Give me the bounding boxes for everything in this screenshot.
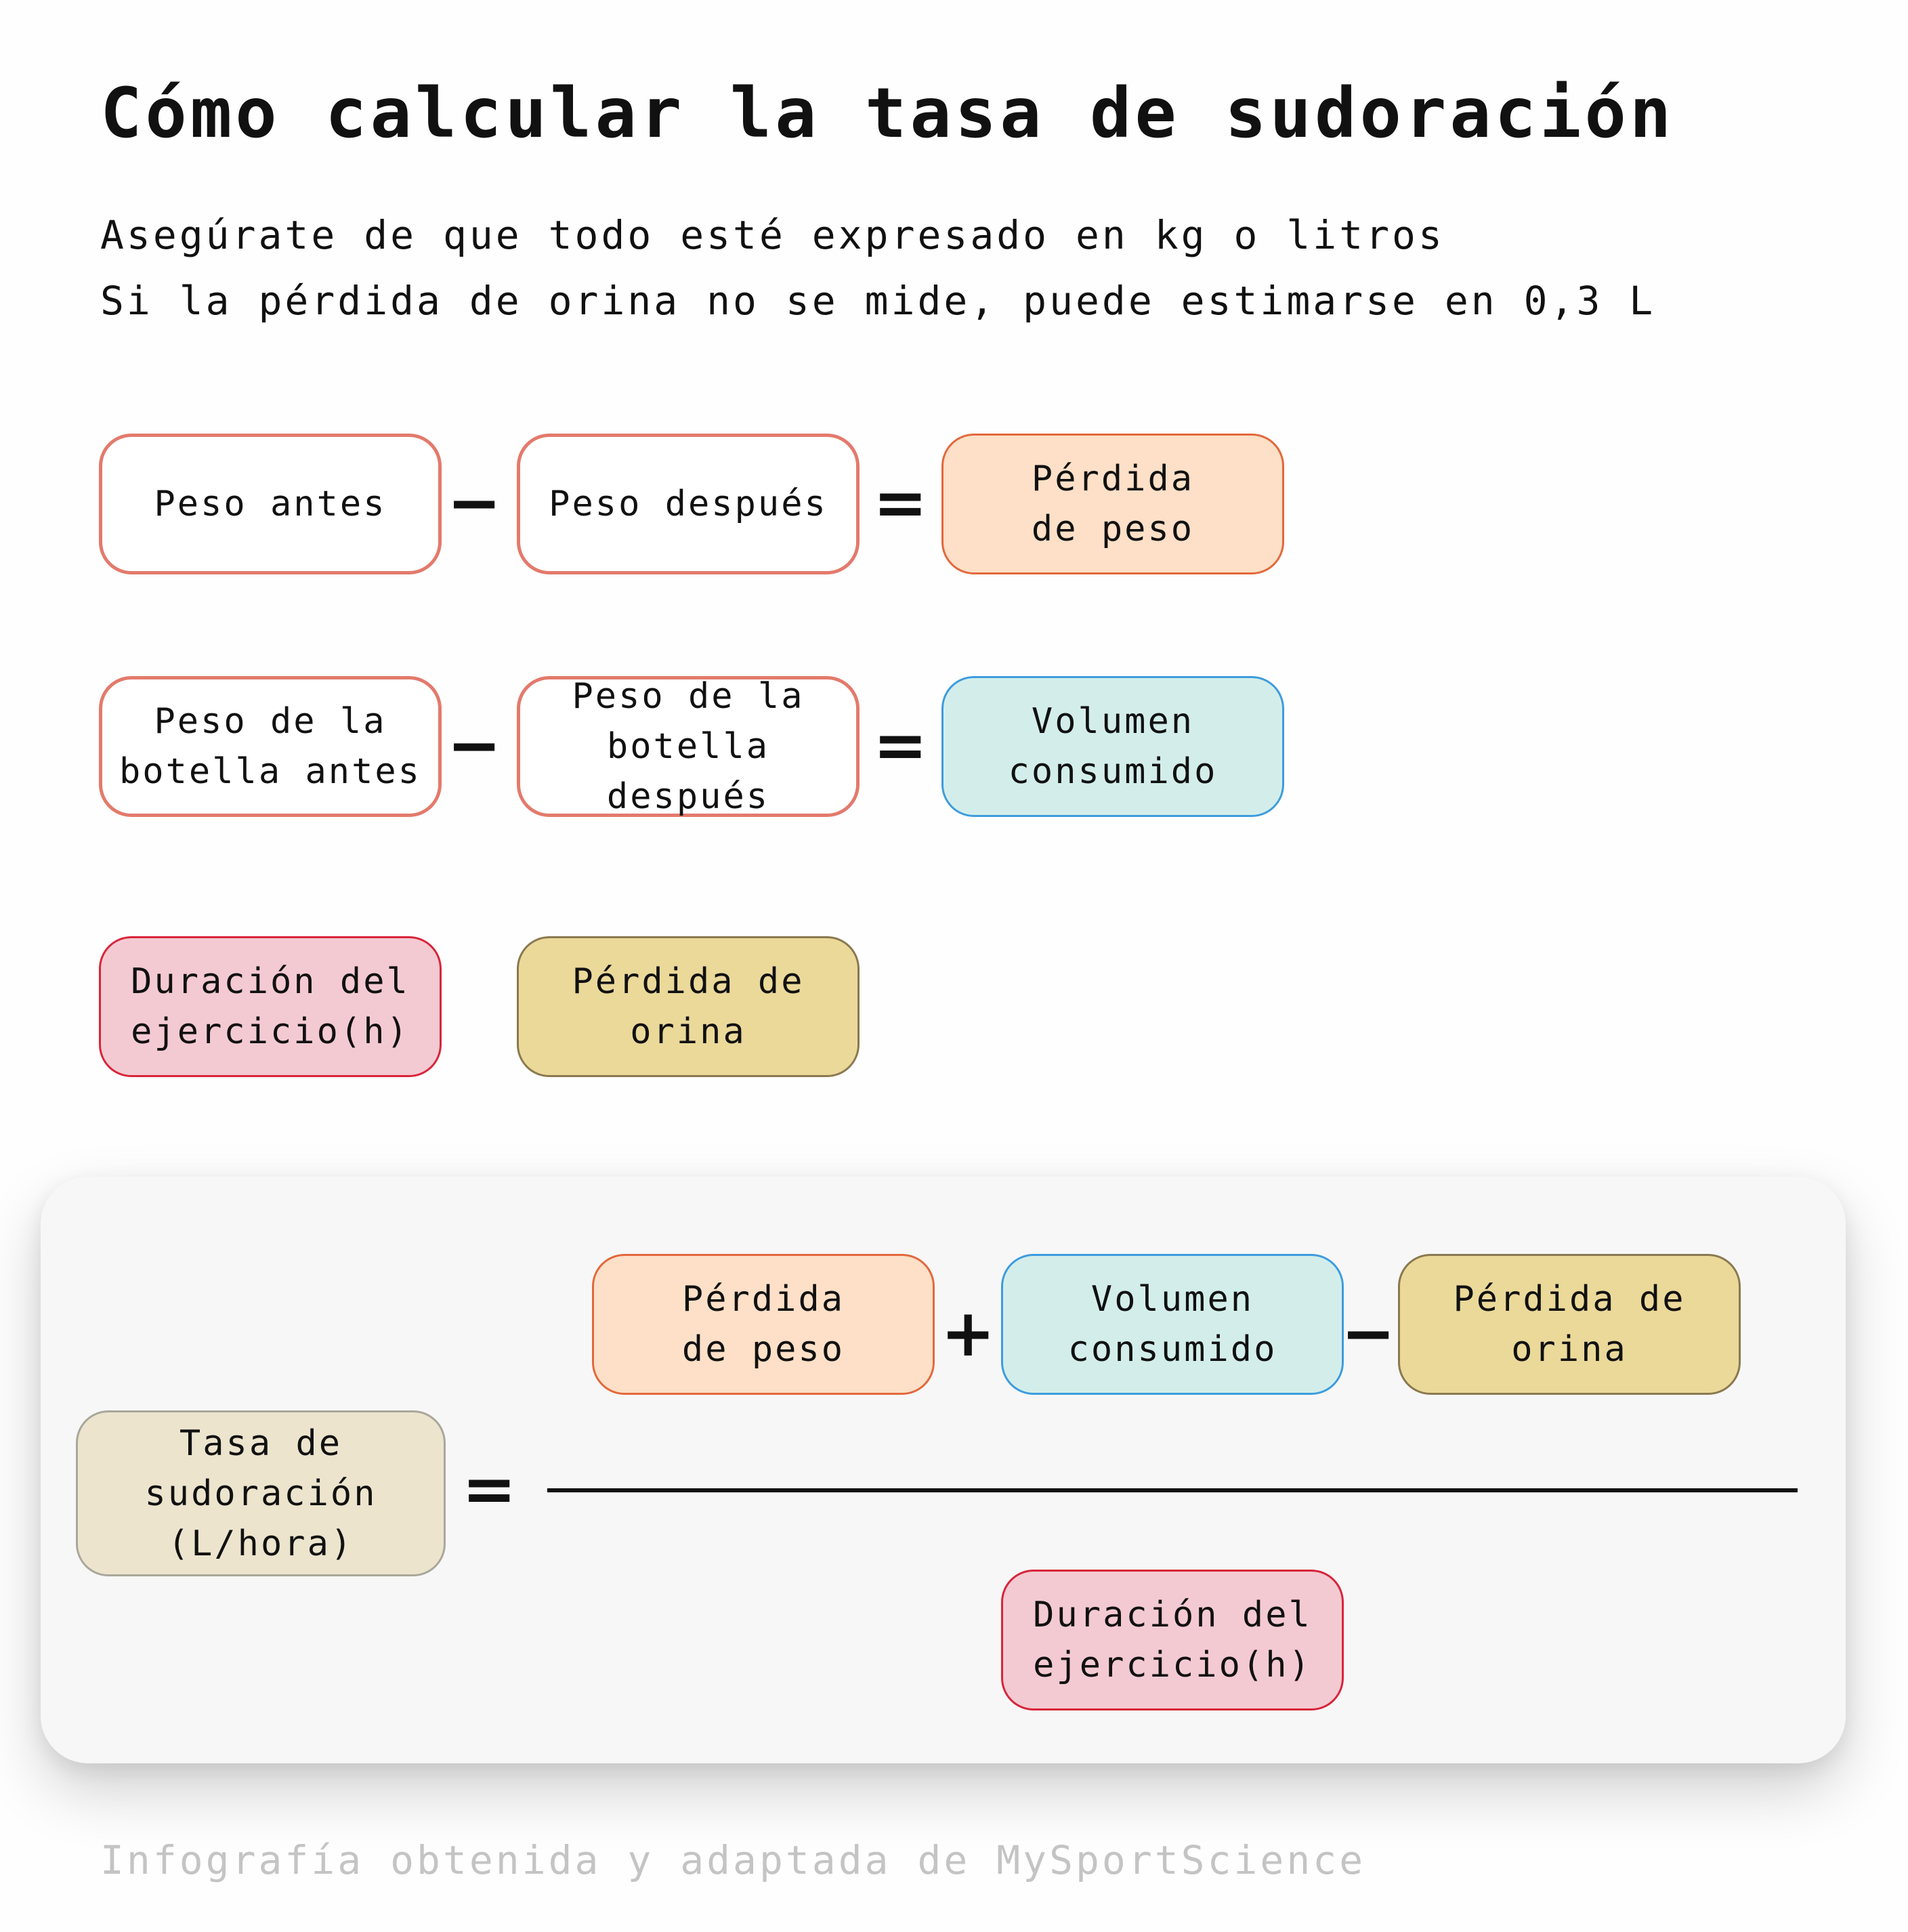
numerator-weight-loss-box: Pérdida de peso [592, 1254, 935, 1395]
source-credit: Infografía obtenida y adaptada de MySpor… [100, 1837, 1366, 1883]
weight-after-box: Peso después [517, 434, 860, 574]
minus-operator: − [447, 465, 502, 541]
subtitle-units: Asegúrate de que todo esté expresado en … [100, 212, 1445, 258]
numerator-urine-loss-box: Pérdida de orina [1398, 1254, 1741, 1395]
plus-operator: + [941, 1295, 996, 1371]
numerator-fluid-consumed-box: Volumen consumido [1001, 1254, 1344, 1395]
equals-operator: = [873, 465, 928, 541]
page-title: Cómo calcular la tasa de sudoración [100, 73, 1675, 154]
bottle-before-box: Peso de la botella antes [99, 676, 442, 817]
minus-operator: − [1341, 1295, 1396, 1371]
weight-loss-box: Pérdida de peso [941, 434, 1284, 574]
sweat-rate-box: Tasa de sudoración (L/hora) [76, 1410, 446, 1576]
minus-operator: − [447, 707, 502, 783]
bottle-after-box: Peso de la botella después [517, 676, 860, 817]
equals-operator: = [873, 707, 928, 783]
fraction-line [547, 1488, 1798, 1492]
subtitle-urine-estimate: Si la pérdida de orina no se mide, puede… [100, 278, 1656, 324]
denominator-duration-box: Duración del ejercicio(h) [1001, 1570, 1344, 1710]
fluid-consumed-box: Volumen consumido [941, 676, 1284, 817]
equals-operator: = [462, 1451, 517, 1527]
weight-before-box: Peso antes [99, 434, 442, 574]
exercise-duration-box: Duración del ejercicio(h) [99, 936, 442, 1077]
urine-loss-box: Pérdida de orina [517, 936, 860, 1077]
